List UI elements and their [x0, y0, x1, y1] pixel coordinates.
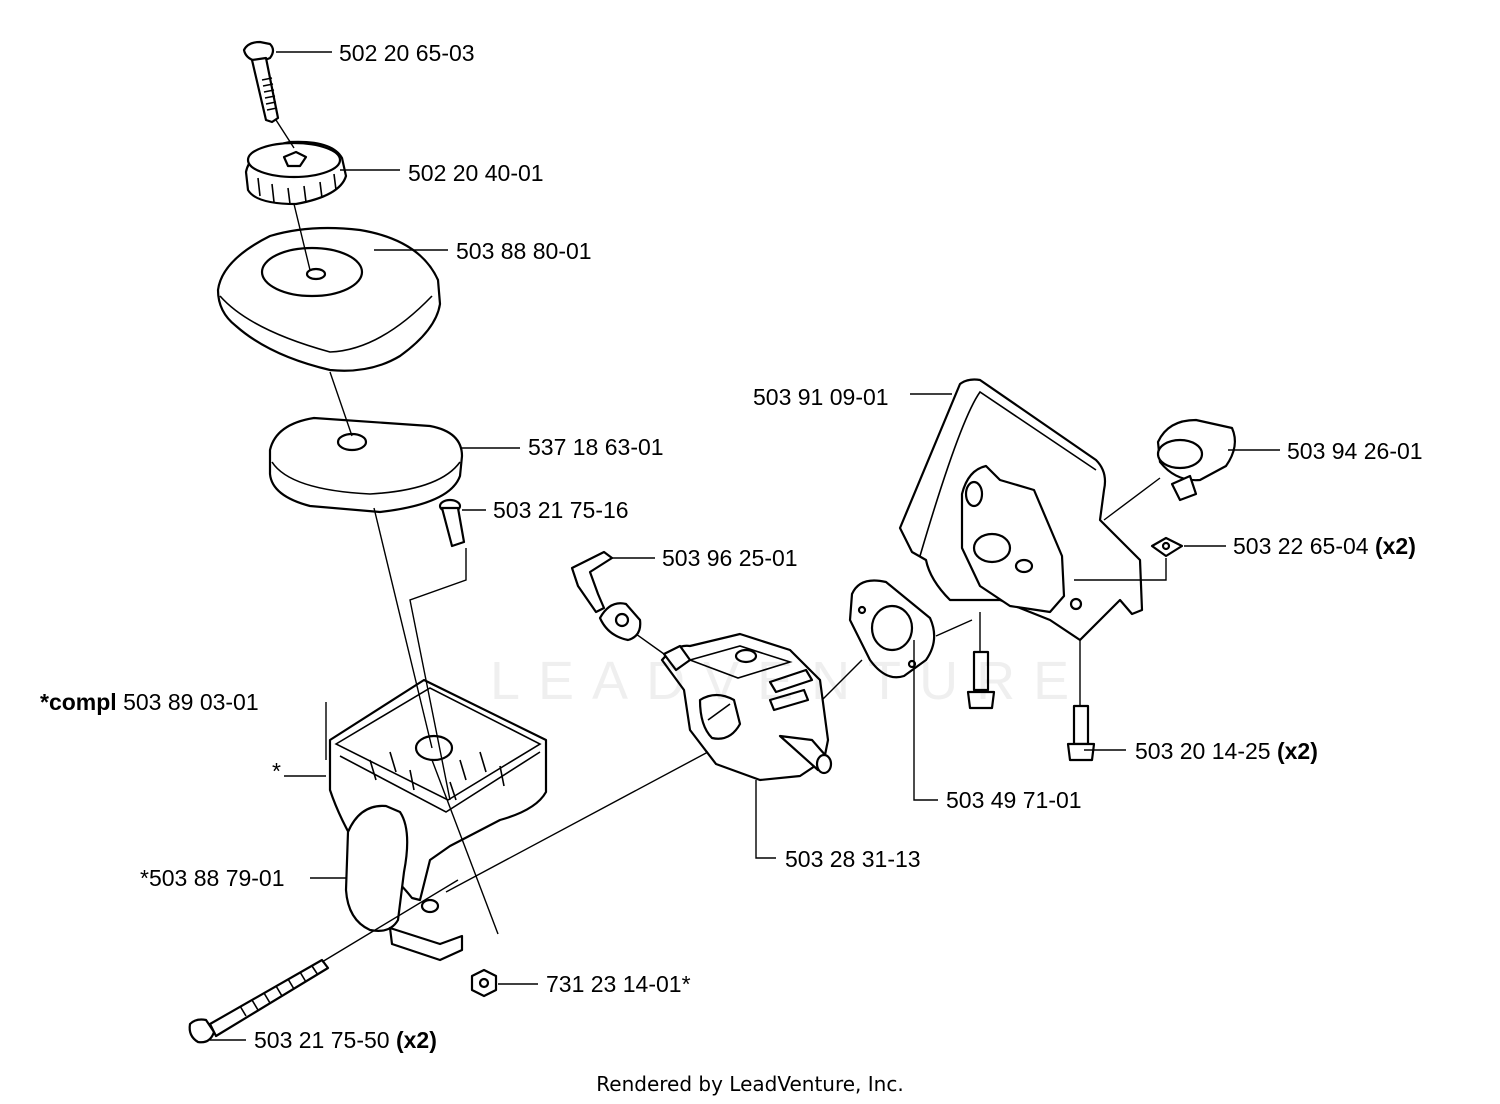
- screw-503-21-75-16: [438, 498, 466, 548]
- air-filter-housing-503-89-03-01: [328, 678, 548, 962]
- choke-button-503-94-26-01: [1156, 418, 1237, 502]
- air-filter-cover-503-88-80-01: [216, 226, 442, 372]
- part-label-502-20-40-01[interactable]: 502 20 40-01: [408, 160, 544, 186]
- part-label-503-88-79-01[interactable]: *503 88 79-01: [140, 865, 285, 891]
- carburetor-cover-503-91-09-01: [898, 378, 1144, 642]
- part-label-503-96-25-01[interactable]: 503 96 25-01: [662, 545, 798, 571]
- part-label-503-20-14-25[interactable]: 503 20 14-25 (x2): [1135, 738, 1318, 764]
- part-label-731-23-14-01[interactable]: 731 23 14-01*: [546, 971, 691, 997]
- part-label-503-91-09-01[interactable]: 503 91 09-01: [753, 384, 889, 410]
- part-label-503-28-31-13[interactable]: 503 28 31-13: [785, 846, 921, 872]
- gasket-503-49-71-01: [848, 579, 936, 679]
- part-label-503-88-80-01[interactable]: 503 88 80-01: [456, 238, 592, 264]
- knob-502-20-40-01: [244, 140, 348, 206]
- part-label-503-21-75-50[interactable]: 503 21 75-50 (x2): [254, 1027, 437, 1053]
- part-label-537-18-63-01[interactable]: 537 18 63-01: [528, 434, 664, 460]
- carburetor-503-28-31-13: [660, 632, 833, 782]
- part-label-502-20-65-03[interactable]: 502 20 65-03: [339, 40, 475, 66]
- watermark: LEADVENTURE: [490, 651, 1088, 711]
- part-label-503-21-75-16[interactable]: 503 21 75-16: [493, 497, 629, 523]
- filter-pad-537-18-63-01: [268, 416, 464, 514]
- screw-503-20-14-25: [966, 650, 1096, 762]
- part-label-503-49-71-01[interactable]: 503 49 71-01: [946, 787, 1082, 813]
- bolt-502-20-65-03: [242, 40, 280, 124]
- choke-lever-503-96-25-01: [570, 550, 642, 642]
- nut-731-23-14-01: [470, 968, 498, 998]
- part-label-503-89-03-01[interactable]: *compl 503 89 03-01: [40, 689, 259, 715]
- long-bolt-503-21-75-50: [188, 958, 330, 1044]
- footer-credit: Rendered by LeadVenture, Inc.: [596, 1072, 904, 1096]
- part-label-503-22-65-04[interactable]: 503 22 65-04 (x2): [1233, 533, 1416, 559]
- square-nut-503-22-65-04: [1150, 536, 1184, 558]
- part-label-503-94-26-01[interactable]: 503 94 26-01: [1287, 438, 1423, 464]
- part-label-asterisk[interactable]: *: [272, 758, 281, 784]
- leader-lines: [210, 51, 1280, 1041]
